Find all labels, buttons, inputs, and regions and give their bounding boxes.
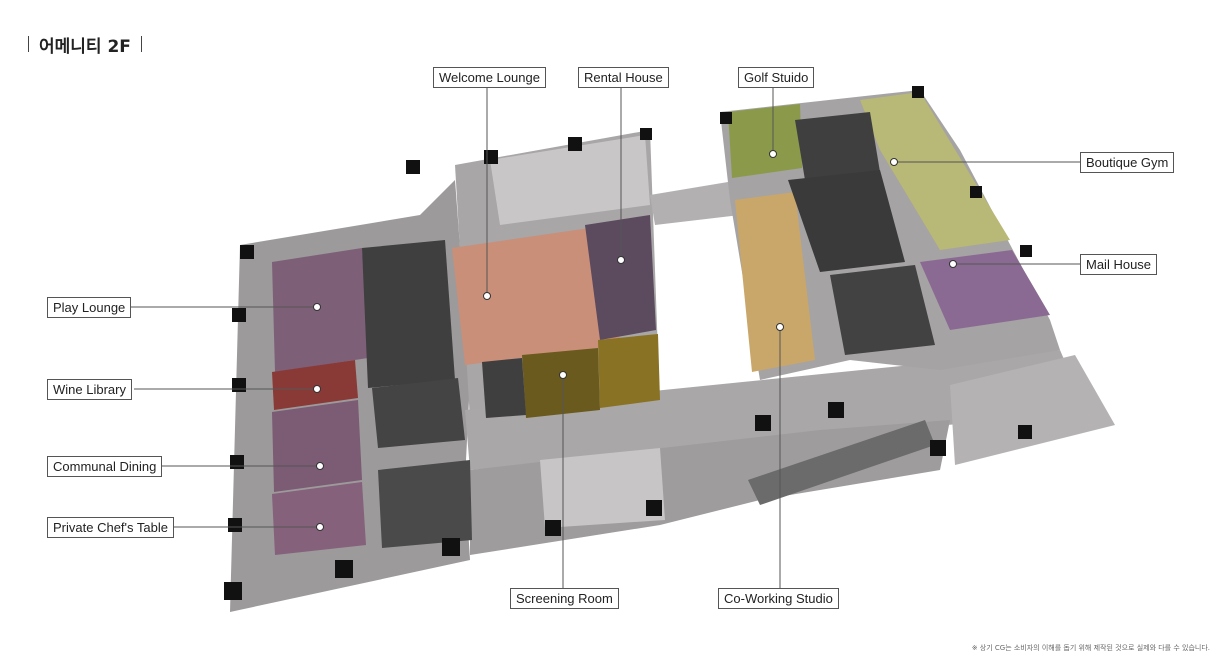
communal-dining-room xyxy=(272,400,362,492)
page-title: 어메니티 2F xyxy=(28,33,142,57)
right-core-upper xyxy=(795,112,880,180)
golf-studio-room xyxy=(728,104,802,178)
dot-mail-house xyxy=(949,260,957,268)
label-golf-studio: Golf Stuido xyxy=(738,67,815,88)
dot-communal-dining xyxy=(316,462,324,470)
escalator xyxy=(748,420,935,505)
left-core-lower xyxy=(372,378,465,448)
screening-room xyxy=(522,348,600,418)
boutique-gym-room xyxy=(860,92,1010,250)
label-private-chefs-table: Private Chef's Table xyxy=(47,517,174,538)
center-core xyxy=(482,358,526,418)
corridor-slab xyxy=(465,350,1075,470)
title-divider-right xyxy=(140,36,142,52)
page-title-text: 어메니티 2F xyxy=(39,36,131,57)
dot-boutique-gym xyxy=(890,158,898,166)
label-play-lounge: Play Lounge xyxy=(47,297,132,318)
screening-side xyxy=(598,334,660,408)
wine-library-room xyxy=(272,360,358,410)
dot-rental-house xyxy=(617,256,625,264)
label-communal-dining: Communal Dining xyxy=(47,456,163,477)
mail-house-room xyxy=(920,250,1050,330)
rental-house-room xyxy=(585,215,656,340)
dot-play-lounge xyxy=(313,303,321,311)
location-dots xyxy=(313,150,957,531)
right-terrace xyxy=(950,355,1115,465)
private-chefs-room xyxy=(272,482,366,555)
label-welcome-lounge: Welcome Lounge xyxy=(433,67,546,88)
right-core-middle xyxy=(788,170,905,272)
dot-wine-library xyxy=(313,385,321,393)
co-working-room xyxy=(735,192,815,372)
leader-lines xyxy=(130,88,1084,588)
title-divider-left xyxy=(28,36,29,52)
label-rental-house: Rental House xyxy=(578,67,669,88)
label-mail-house: Mail House xyxy=(1080,254,1158,275)
label-co-working-studio: Co-Working Studio xyxy=(718,588,839,609)
label-screening-room: Screening Room xyxy=(510,588,619,609)
right-core-lower xyxy=(830,265,935,355)
label-boutique-gym: Boutique Gym xyxy=(1080,152,1175,173)
dot-private-chefs xyxy=(316,523,324,531)
dot-welcome-lounge xyxy=(483,292,491,300)
screening-terrace xyxy=(540,448,665,528)
dot-co-working xyxy=(776,323,784,331)
dot-golf-studio xyxy=(769,150,777,158)
label-wine-library: Wine Library xyxy=(47,379,132,400)
welcome-terrace xyxy=(490,135,650,225)
disclaimer-note: ※ 상기 CG는 소비자의 이해를 돕기 위해 제작된 것으로 실제와 다를 수… xyxy=(971,644,1210,652)
welcome-lounge-room xyxy=(452,225,620,365)
dot-screening-room xyxy=(559,371,567,379)
pillars xyxy=(224,86,1032,600)
bridge-slab xyxy=(650,180,740,225)
left-core-bottom xyxy=(378,460,472,548)
play-lounge-room xyxy=(272,248,368,372)
left-core-upper xyxy=(362,240,455,388)
